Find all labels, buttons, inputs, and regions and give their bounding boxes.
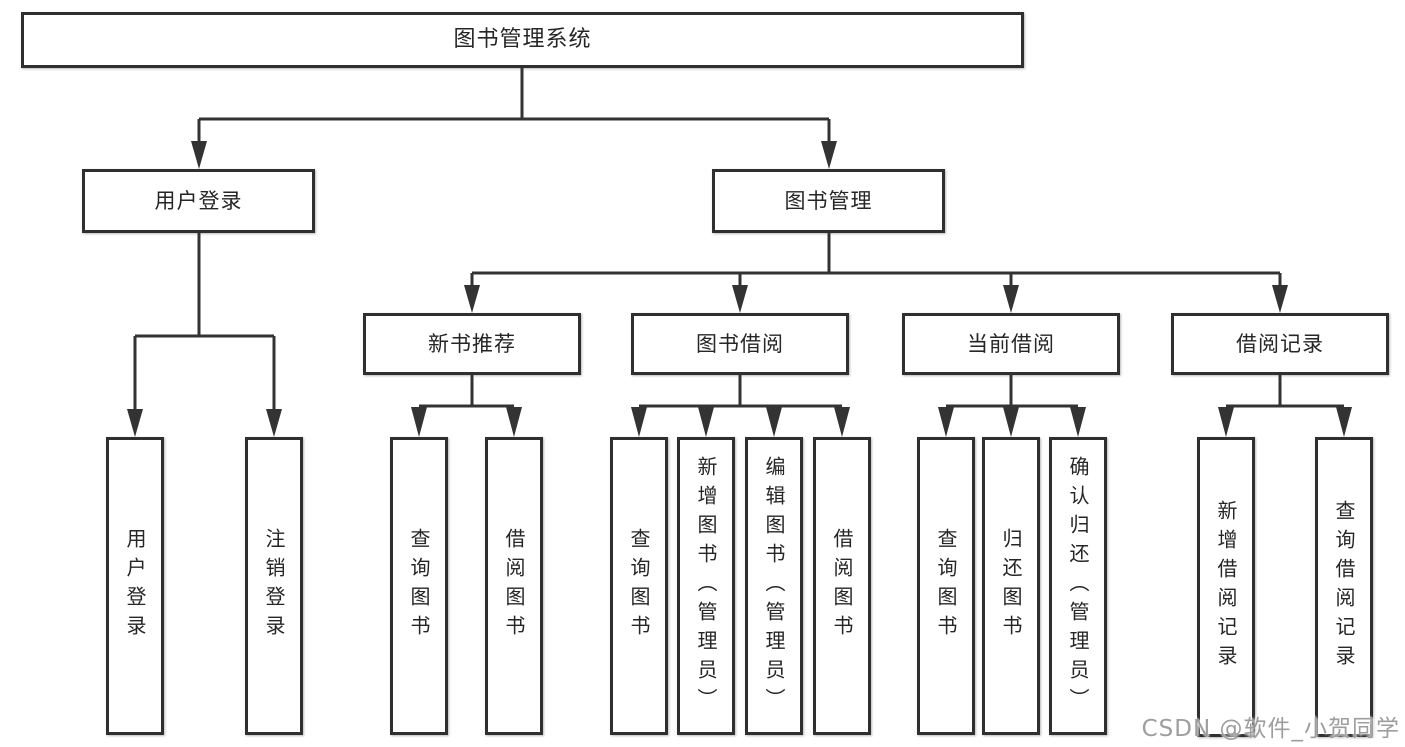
- node-borrowing-records: 借阅记录: [1171, 313, 1389, 375]
- leaf-query-borrow-record: 查询借阅记录: [1315, 437, 1373, 737]
- node-book-management: 图书管理: [712, 169, 945, 233]
- node-current-borrowing: 当前借阅: [902, 313, 1120, 375]
- node-library-management-system: 图书管理系统: [21, 12, 1024, 68]
- leaf-confirm-return-admin: 确认归还（管理员）: [1049, 437, 1107, 735]
- leaf-add-borrow-record: 新增借阅记录: [1197, 437, 1255, 737]
- leaf-query-books-3: 查询图书: [917, 437, 975, 735]
- node-new-book-recommendation: 新书推荐: [363, 313, 581, 375]
- leaf-query-books: 查询图书: [390, 437, 448, 735]
- watermark: CSDN @软件_小贺同学: [1141, 716, 1400, 742]
- leaf-return-books: 归还图书: [982, 437, 1040, 735]
- leaf-edit-books-admin: 编辑图书（管理员）: [745, 437, 803, 735]
- leaf-logout: 注销登录: [245, 437, 303, 735]
- leaf-add-books-admin: 新增图书（管理员）: [677, 437, 735, 735]
- leaf-user-login: 用户登录: [106, 437, 164, 735]
- node-user-login: 用户登录: [82, 169, 315, 233]
- node-book-borrowing: 图书借阅: [631, 313, 849, 375]
- leaf-borrow-books: 借阅图书: [485, 437, 543, 735]
- leaf-borrow-books-2: 借阅图书: [813, 437, 871, 735]
- leaf-query-books-2: 查询图书: [610, 437, 668, 735]
